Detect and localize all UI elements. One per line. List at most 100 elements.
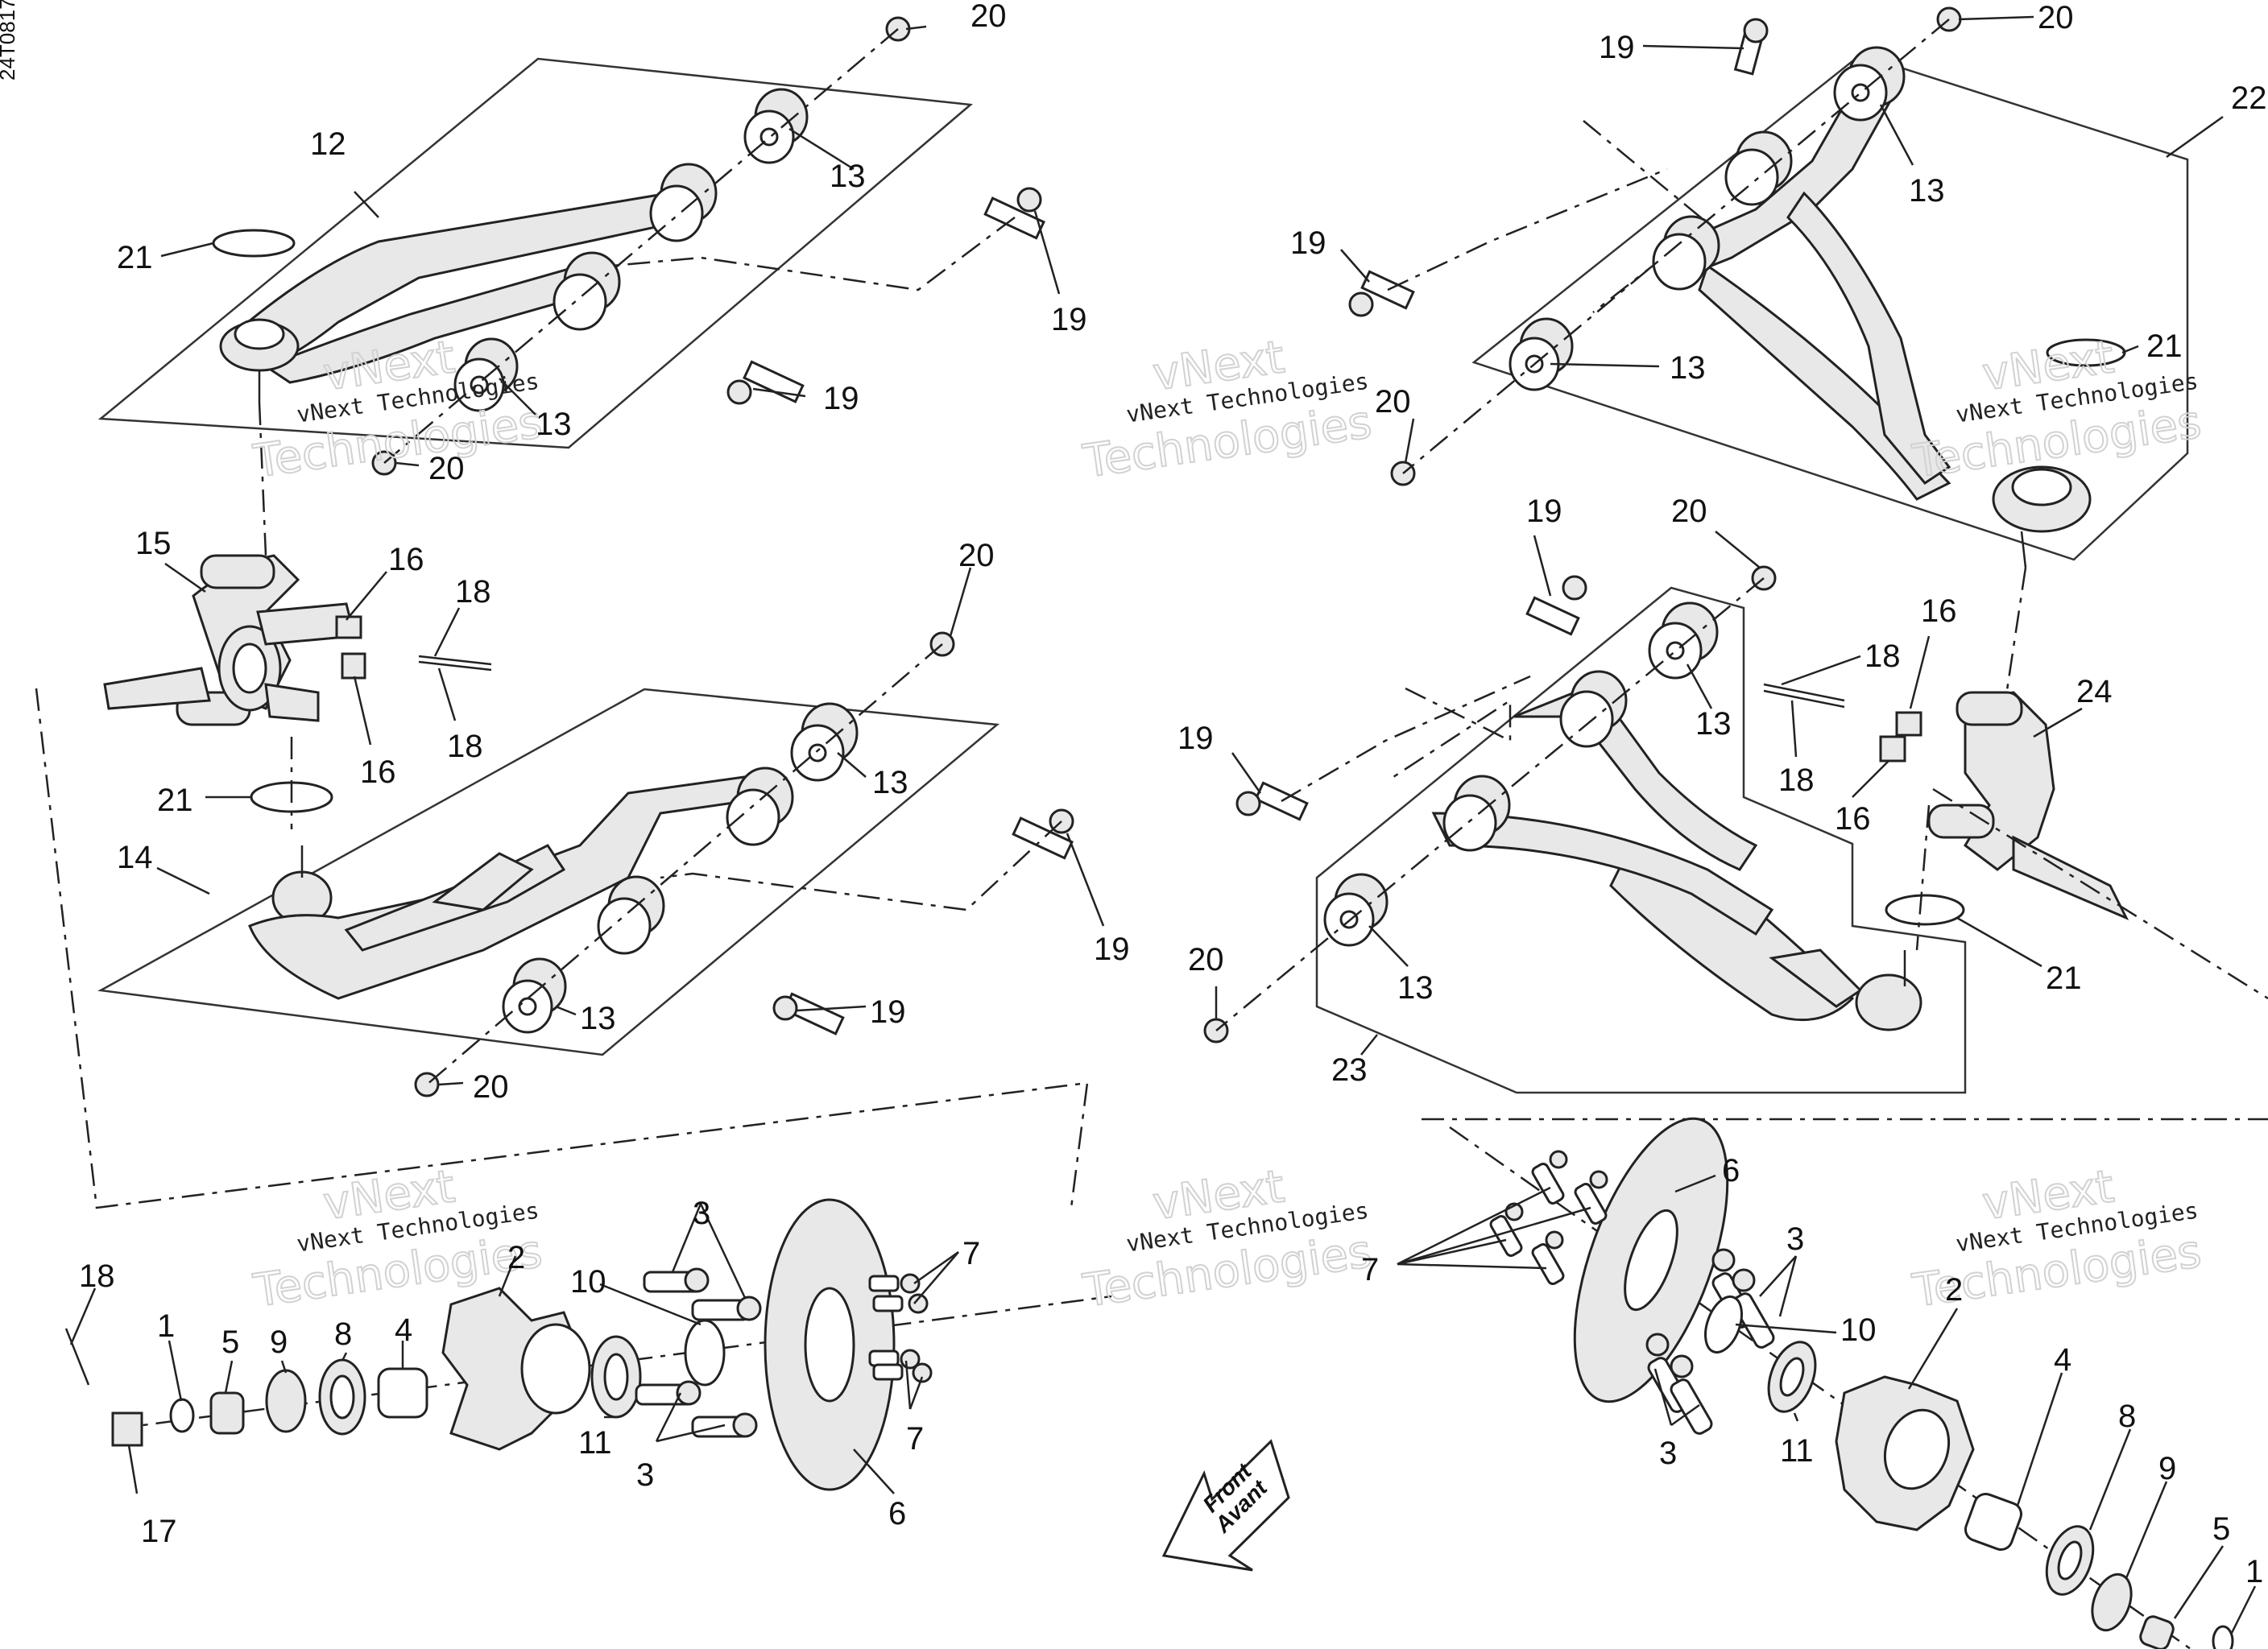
- spacer-4: [1964, 1492, 2023, 1552]
- callout-4: 4: [395, 1312, 412, 1348]
- callout-1: 1: [2245, 1554, 2263, 1589]
- callout-24: 24: [2076, 674, 2113, 709]
- seal-9: [265, 1369, 307, 1433]
- callout-4: 4: [2054, 1342, 2071, 1378]
- callout-13: 13: [1397, 970, 1434, 1006]
- callout-19: 19: [823, 381, 859, 416]
- bolt-19: [1348, 270, 1415, 317]
- callout-12: 12: [310, 126, 346, 162]
- callout-20: 20: [2038, 0, 2074, 35]
- castle-nut-16: [335, 615, 362, 639]
- callout-20: 20: [1375, 384, 1411, 419]
- bushing-13: [1323, 873, 1389, 947]
- bolt-3: [635, 1380, 702, 1406]
- callout-3: 3: [1786, 1221, 1804, 1257]
- bolt-7: [1531, 1230, 1565, 1285]
- callout-13: 13: [1695, 706, 1732, 742]
- callout-11: 11: [578, 1425, 612, 1461]
- callout-18: 18: [1864, 639, 1901, 674]
- callout-2: 2: [507, 1240, 525, 1275]
- callout-19: 19: [1177, 721, 1214, 756]
- bushing-13: [790, 702, 859, 782]
- lower-a-arm-left-assembly: [97, 631, 1074, 1097]
- hub-left-assembly: [64, 1198, 1112, 1491]
- callout-16: 16: [388, 542, 424, 577]
- bushing-13: [1559, 670, 1628, 748]
- spacer-5: [2139, 1615, 2175, 1649]
- bolt-3: [1732, 1268, 1775, 1349]
- callout-16: 16: [360, 754, 396, 790]
- bolt-7: [1574, 1170, 1608, 1225]
- callout-7: 7: [962, 1236, 980, 1271]
- callout-labels: 20 12 21 13 19 19 13 20 15 16 18 18 16 2…: [79, 0, 2267, 1589]
- callout-13: 13: [1670, 350, 1706, 386]
- callout-19: 19: [1290, 225, 1326, 261]
- callout-21: 21: [2146, 329, 2183, 364]
- callout-20: 20: [958, 538, 995, 573]
- bolt-7: [872, 1362, 933, 1383]
- bolt-7: [1489, 1202, 1524, 1257]
- watermark-bottom-mid: vNext vNext Technologies Technologies: [1079, 1159, 1376, 1318]
- callout-5: 5: [221, 1325, 239, 1360]
- callout-18: 18: [79, 1258, 115, 1294]
- bolt-19: [726, 360, 805, 405]
- cotter-pin-18: [418, 655, 492, 666]
- bolt-3: [1670, 1354, 1713, 1435]
- castle-nut-16: [1879, 735, 1906, 763]
- callout-1: 1: [157, 1308, 175, 1344]
- callout-23: 23: [1331, 1052, 1368, 1088]
- callout-8: 8: [334, 1316, 352, 1352]
- callout-20: 20: [971, 0, 1007, 34]
- bolt-3: [691, 1296, 762, 1321]
- callout-9: 9: [2158, 1451, 2176, 1486]
- front-direction-arrow: Front Avant: [1161, 1439, 1290, 1572]
- bushing-13: [726, 767, 794, 846]
- bushing-13: [1648, 601, 1719, 680]
- callout-21: 21: [117, 240, 153, 275]
- bushing-13: [502, 957, 567, 1034]
- bolt-7: [1531, 1150, 1568, 1205]
- leader-lines: [69, 15, 2257, 1635]
- bolt-19: [1525, 575, 1587, 636]
- callout-2: 2: [1945, 1272, 1963, 1308]
- watermark-top-right: vNext vNext Technologies Technologies: [1079, 330, 1376, 489]
- callout-3: 3: [1659, 1436, 1677, 1471]
- callout-8: 8: [2118, 1399, 2136, 1434]
- lower-a-arm-right-assembly: [1203, 565, 1967, 1094]
- spacer-10: [684, 1319, 726, 1387]
- bolt-7: [868, 1273, 921, 1294]
- callout-15: 15: [135, 526, 172, 561]
- bolt-19: [1012, 808, 1074, 860]
- callout-3: 3: [693, 1196, 710, 1231]
- callout-17: 17: [141, 1514, 177, 1549]
- knuckle-left-assembly: [103, 554, 492, 726]
- callout-19: 19: [870, 994, 906, 1030]
- bushing-13: [743, 88, 809, 164]
- callout-13: 13: [872, 765, 908, 800]
- callout-16: 16: [1835, 801, 1871, 837]
- callout-10: 10: [570, 1264, 606, 1300]
- callout-6: 6: [1722, 1153, 1740, 1188]
- callout-7: 7: [1361, 1252, 1379, 1287]
- callout-20: 20: [1671, 494, 1707, 529]
- callout-18: 18: [455, 574, 491, 610]
- callout-7: 7: [906, 1421, 924, 1457]
- callout-19: 19: [1094, 932, 1130, 967]
- bushing-13: [453, 337, 519, 412]
- bushing-13: [1724, 130, 1793, 206]
- bolt-7: [872, 1293, 929, 1314]
- callout-14: 14: [117, 840, 153, 875]
- knuckle-right-assembly: [1763, 683, 2129, 951]
- washer-1: [2212, 1625, 2234, 1649]
- upper-a-arm-left-assembly: [97, 16, 1045, 556]
- callout-22: 22: [2231, 81, 2267, 116]
- circlip-21: [1885, 894, 1965, 926]
- castle-nut-16: [1895, 711, 1922, 737]
- callout-10: 10: [1840, 1312, 1877, 1348]
- callout-21: 21: [157, 783, 193, 818]
- callout-21: 21: [2046, 961, 2082, 996]
- callout-13: 13: [830, 159, 866, 194]
- seal-9: [2091, 1573, 2133, 1632]
- bushing-13: [553, 251, 621, 331]
